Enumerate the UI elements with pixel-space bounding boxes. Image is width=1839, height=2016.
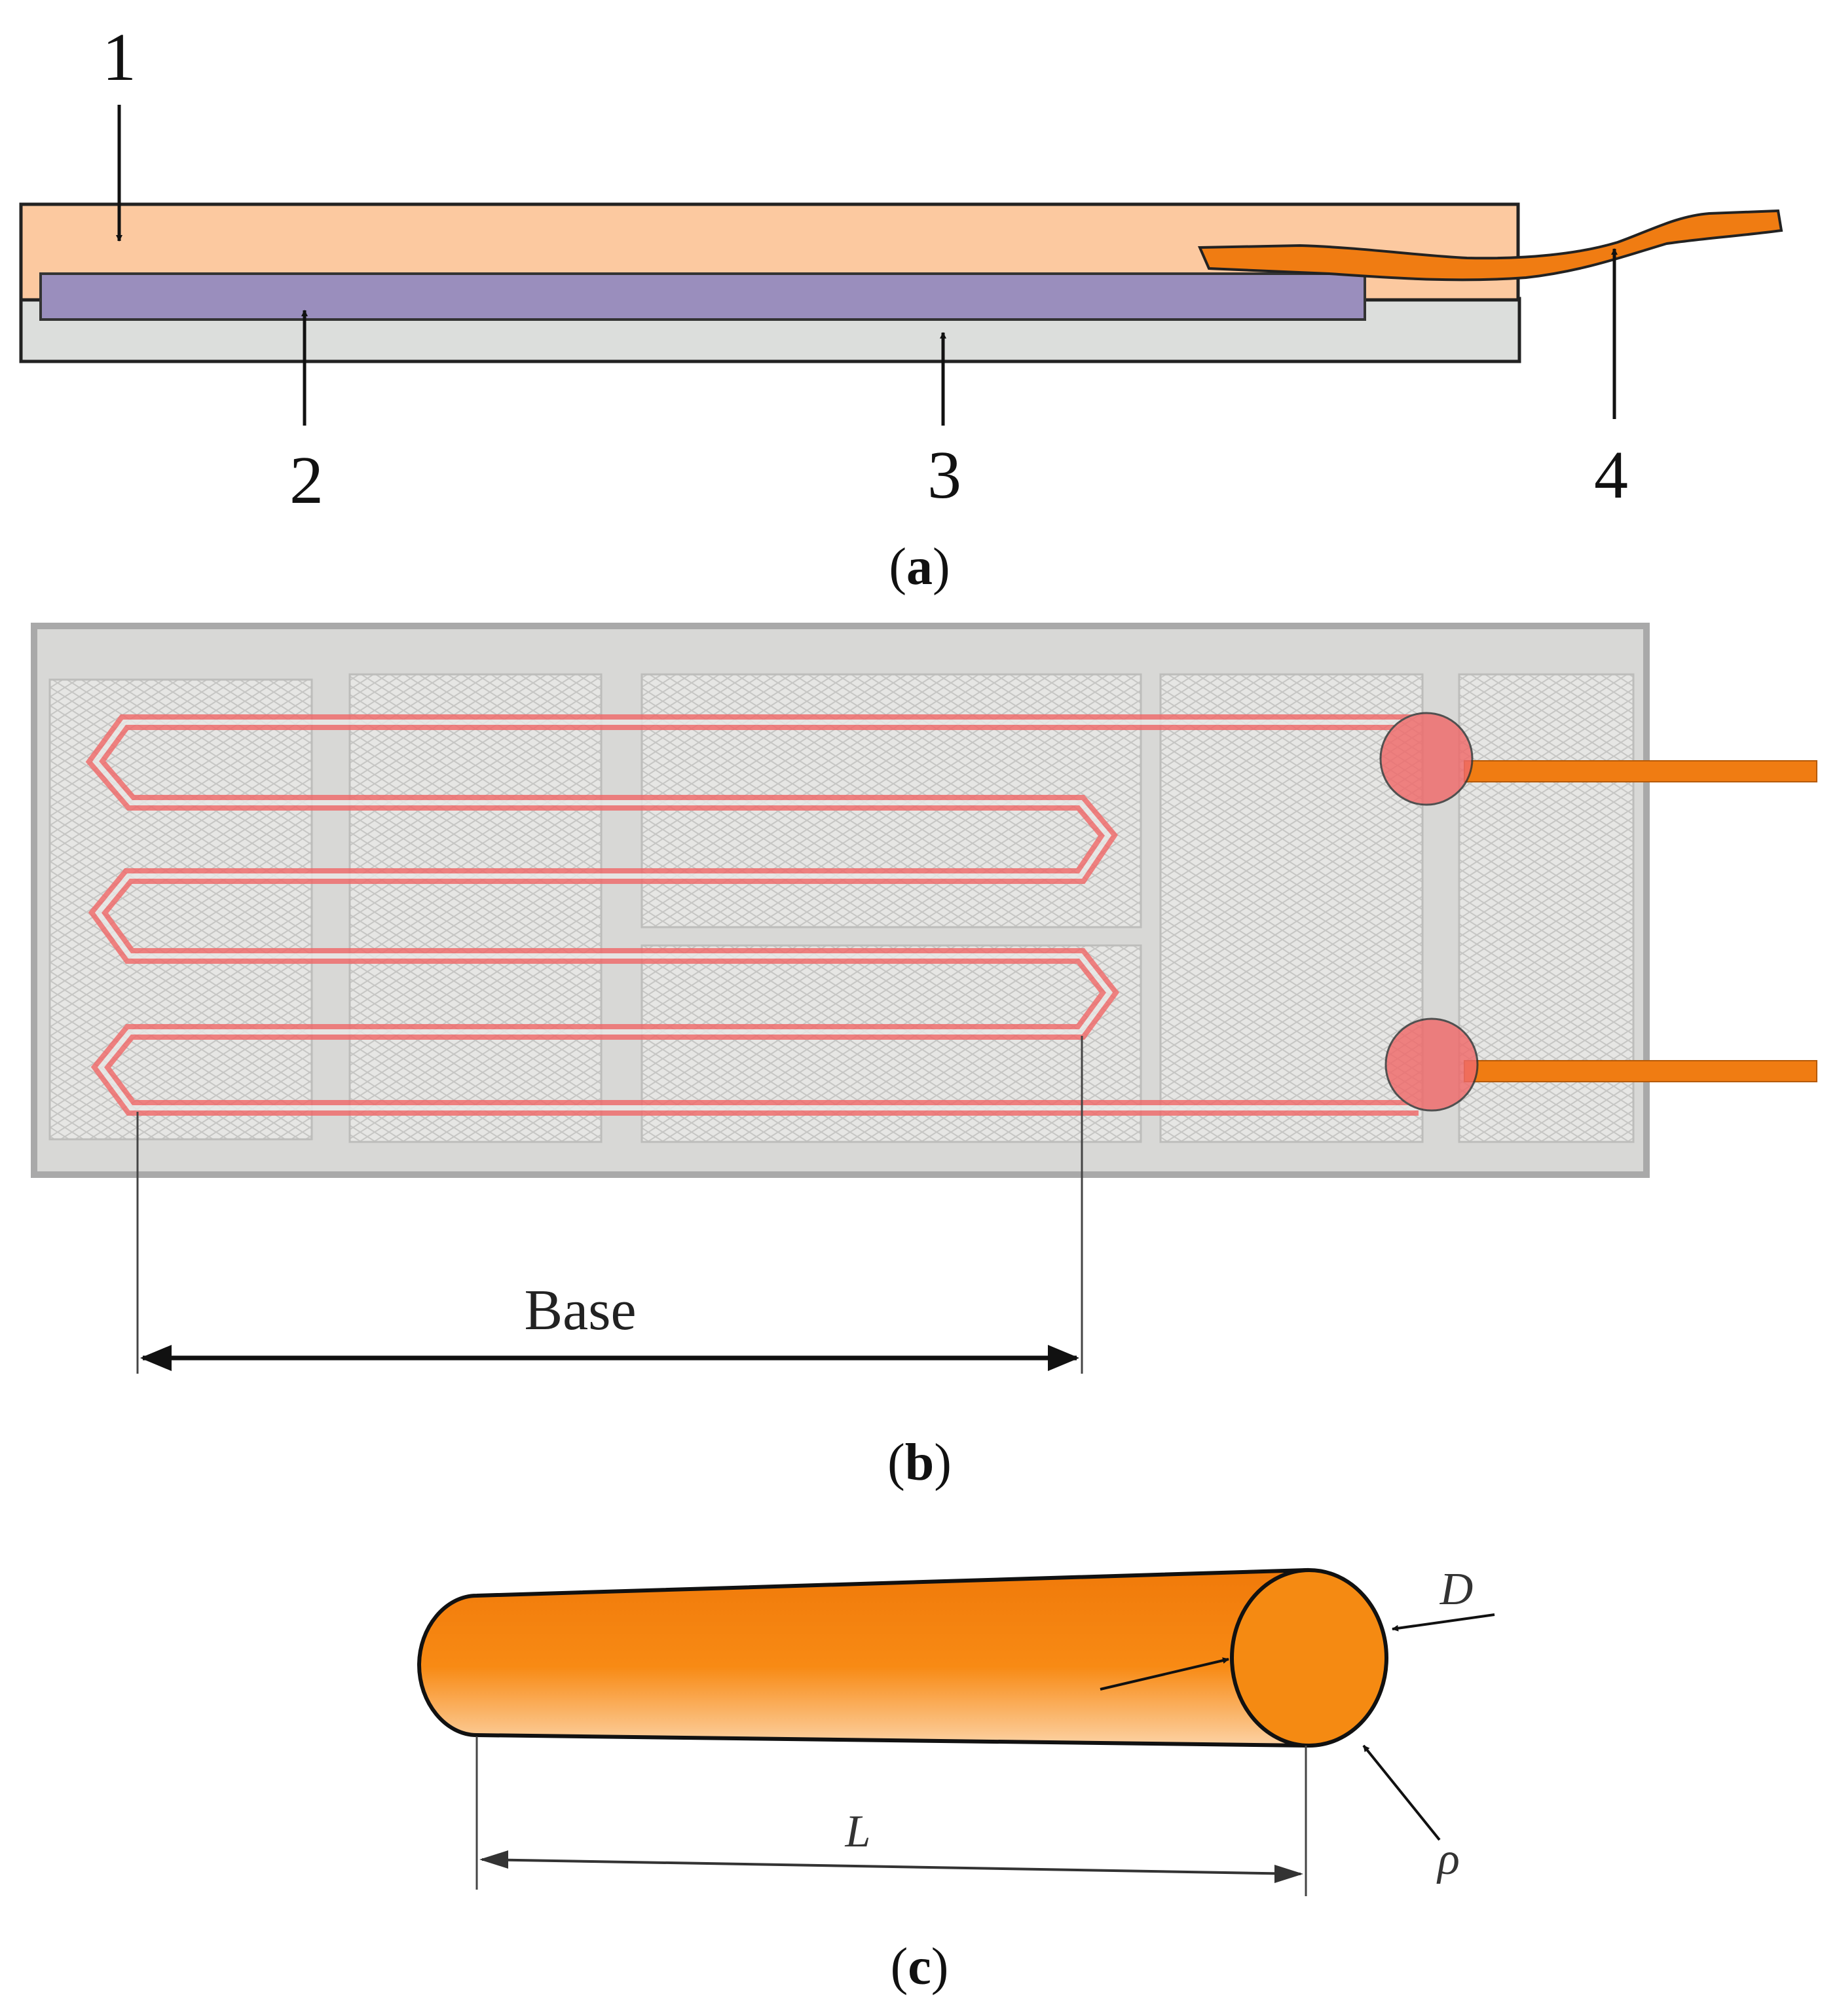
length-label: L bbox=[845, 1806, 871, 1857]
solder-pad-bottom bbox=[1384, 1017, 1479, 1112]
length-dimension-line bbox=[481, 1858, 1301, 1875]
solder-pad-top bbox=[1379, 712, 1474, 806]
lead-wire-section bbox=[1197, 209, 1783, 282]
carrier-pad bbox=[1159, 673, 1424, 1143]
diameter-leader bbox=[1392, 1613, 1495, 1632]
grid-layer bbox=[39, 272, 1366, 321]
panel-c: D ρ L (c) bbox=[417, 1564, 1495, 1996]
length-arrow-left bbox=[479, 1850, 508, 1869]
label-3: 3 bbox=[927, 437, 961, 513]
panel-a: 1 2 3 4 (a) bbox=[19, 20, 1783, 596]
diameter-label: D bbox=[1440, 1564, 1474, 1615]
caption-b: (b) bbox=[887, 1434, 952, 1492]
lead-strip-top bbox=[1464, 760, 1817, 782]
base-arrow-left bbox=[140, 1345, 172, 1371]
conductor-body bbox=[417, 1567, 1309, 1748]
base-arrow-right bbox=[1048, 1345, 1079, 1371]
resistivity-leader bbox=[1362, 1744, 1441, 1841]
label-4: 4 bbox=[1594, 437, 1628, 513]
conductor-end-face bbox=[1230, 1568, 1388, 1748]
carrier-pad bbox=[348, 673, 603, 1143]
carrier-pad bbox=[48, 678, 313, 1141]
caption-a: (a) bbox=[889, 538, 950, 596]
caption-c: (c) bbox=[891, 1938, 949, 1996]
label-2: 2 bbox=[289, 443, 324, 518]
resistivity-label: ρ bbox=[1436, 1834, 1460, 1884]
lead-strip-bottom bbox=[1464, 1060, 1817, 1082]
length-arrow-right bbox=[1274, 1865, 1303, 1883]
panel-b: Base (b) bbox=[31, 623, 1817, 1492]
diameter-pointer bbox=[1100, 1657, 1229, 1691]
label-1: 1 bbox=[102, 20, 136, 95]
base-label: Base bbox=[524, 1279, 636, 1342]
